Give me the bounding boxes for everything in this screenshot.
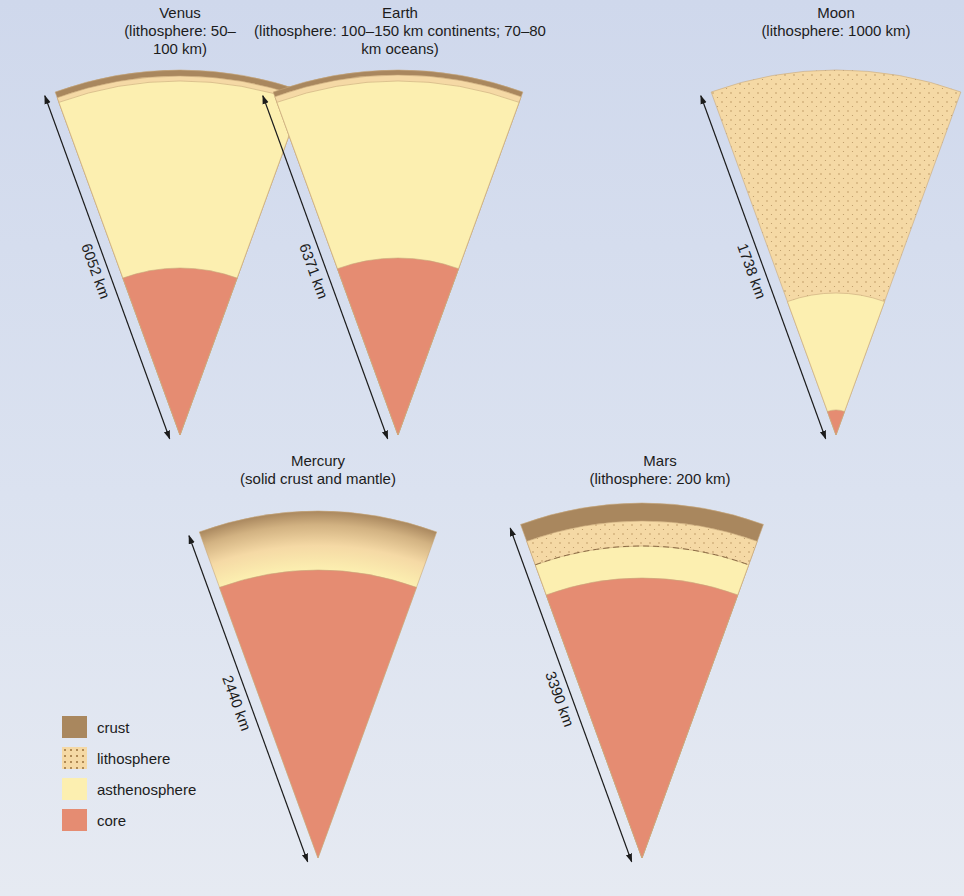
planet-layer bbox=[277, 81, 519, 435]
legend-swatch bbox=[62, 778, 87, 800]
planet-name: Moon bbox=[716, 4, 956, 22]
planet-name: Venus bbox=[120, 4, 240, 22]
planet-layer bbox=[59, 81, 301, 435]
legend-label: core bbox=[97, 812, 126, 829]
planet-layer bbox=[219, 570, 416, 858]
dimension-arrow bbox=[263, 96, 388, 439]
legend-label: asthenosphere bbox=[97, 781, 196, 798]
planet-note: (lithosphere: 50–100 km) bbox=[120, 22, 240, 58]
planet-layer bbox=[827, 410, 844, 435]
planet-note: (lithosphere: 100–150 km continents; 70–… bbox=[250, 22, 550, 58]
planet-heading: Mercury(solid crust and mantle) bbox=[198, 452, 438, 488]
planet-layer bbox=[55, 70, 305, 435]
legend-swatch bbox=[62, 747, 87, 769]
planet-heading: Venus(lithosphere: 50–100 km) bbox=[120, 4, 240, 58]
planet-note: (solid crust and mantle) bbox=[198, 470, 438, 488]
legend-label: crust bbox=[97, 719, 130, 736]
dimension-arrow bbox=[189, 536, 308, 862]
planet-layer bbox=[273, 70, 523, 435]
planet-note: (lithosphere: 1000 km) bbox=[716, 22, 956, 40]
planet-layer bbox=[787, 293, 884, 435]
legend-row: crust bbox=[62, 716, 130, 738]
planet-layer bbox=[527, 521, 758, 858]
planet-layer bbox=[123, 268, 237, 435]
planet-layer bbox=[199, 511, 436, 858]
legend-swatch bbox=[62, 809, 87, 831]
planet-name: Mercury bbox=[198, 452, 438, 470]
planet-layer bbox=[521, 503, 764, 858]
dimension-arrow bbox=[510, 528, 631, 862]
legend-label: lithosphere bbox=[97, 750, 170, 767]
lithosphere-boundary bbox=[535, 546, 748, 565]
planet-heading: Mars(lithosphere: 200 km) bbox=[540, 452, 780, 488]
planet-name: Mars bbox=[540, 452, 780, 470]
planet-note: (lithosphere: 200 km) bbox=[540, 470, 780, 488]
planet-layer bbox=[57, 76, 303, 435]
legend-row: lithosphere bbox=[62, 747, 170, 769]
dimension-arrow bbox=[45, 96, 170, 439]
planet-heading: Earth(lithosphere: 100–150 km continents… bbox=[250, 4, 550, 58]
planet-heading: Moon(lithosphere: 1000 km) bbox=[716, 4, 956, 40]
planet-layer bbox=[337, 258, 458, 435]
planet-layer bbox=[711, 70, 961, 435]
planet-name: Earth bbox=[250, 4, 550, 22]
dimension-arrow bbox=[701, 96, 826, 439]
legend-row: asthenosphere bbox=[62, 778, 196, 800]
legend-swatch bbox=[62, 716, 87, 738]
wedge-group bbox=[55, 70, 961, 858]
planet-layer bbox=[535, 546, 748, 858]
dimension-arrows bbox=[45, 96, 826, 862]
planet-layer bbox=[275, 75, 521, 435]
legend-row: core bbox=[62, 809, 126, 831]
